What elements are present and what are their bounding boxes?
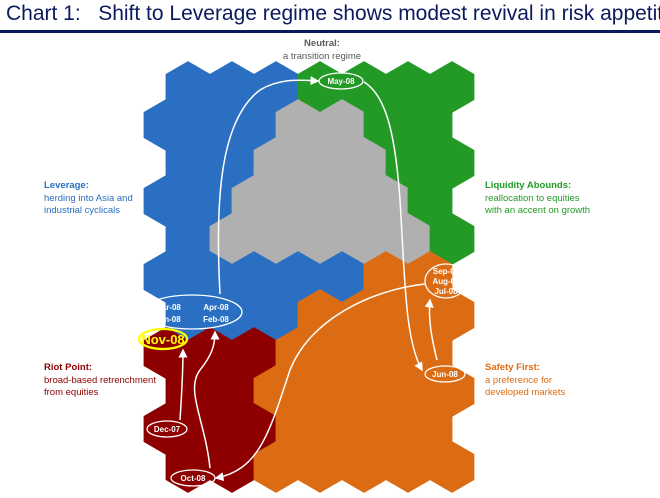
point-sep08: Sep-08 <box>433 267 460 276</box>
point-ovals <box>137 72 468 487</box>
point-jan08: Jan-08 <box>155 315 181 324</box>
leverage-desc-1: herding into Asia and <box>44 193 133 204</box>
safety-name: Safety First: <box>485 362 540 373</box>
point-apr08: Apr-08 <box>203 303 229 312</box>
point-jul08: Jul-08 <box>434 287 458 296</box>
point-jun08: Jun-08 <box>432 370 458 379</box>
point-may08: May-08 <box>327 77 355 86</box>
point-nov08-highlight: Nov-08 <box>141 332 184 347</box>
arrow-apr08-may08 <box>217 76 320 295</box>
safety-desc-1: a preference for <box>485 375 552 386</box>
point-mar08: Mar-08 <box>155 303 181 312</box>
chart-title: Chart 1: Shift to Leverage regime shows … <box>6 2 660 25</box>
liquidity-desc-2: with an accent on growth <box>484 205 590 216</box>
point-feb08: Feb-08 <box>203 315 229 324</box>
safety-desc-2: developed markets <box>485 387 566 398</box>
arrow-dec07-nov08 <box>178 348 188 421</box>
liquidity-name: Liquidity Abounds: <box>485 180 571 191</box>
neutral-desc: a transition regime <box>283 51 361 62</box>
path-arrows <box>178 76 438 482</box>
point-aug08: Aug-08 <box>432 277 460 286</box>
riot-desc-2: from equities <box>44 387 99 398</box>
liquidity-desc-1: reallocation to equities <box>485 193 580 204</box>
point-dec07: Dec-07 <box>154 425 181 434</box>
title-rule <box>0 30 660 33</box>
leverage-name: Leverage: <box>44 180 89 191</box>
arrow-may08-jun08 <box>363 81 423 372</box>
riot-desc-1: broad-based retrenchment <box>44 375 156 386</box>
neutral-name: Neutral: <box>304 38 340 49</box>
arrow-sep08-oct08 <box>214 283 426 482</box>
arrow-oct08-feb08 <box>193 330 220 469</box>
point-oct08: Oct-08 <box>181 474 206 483</box>
riot-name: Riot Point: <box>44 362 92 373</box>
arrow-jun08-sep08 <box>424 298 438 361</box>
hex-cell-safety <box>429 441 475 493</box>
hex-grid <box>143 61 475 493</box>
leverage-desc-2: industrial cyclicals <box>44 205 120 216</box>
